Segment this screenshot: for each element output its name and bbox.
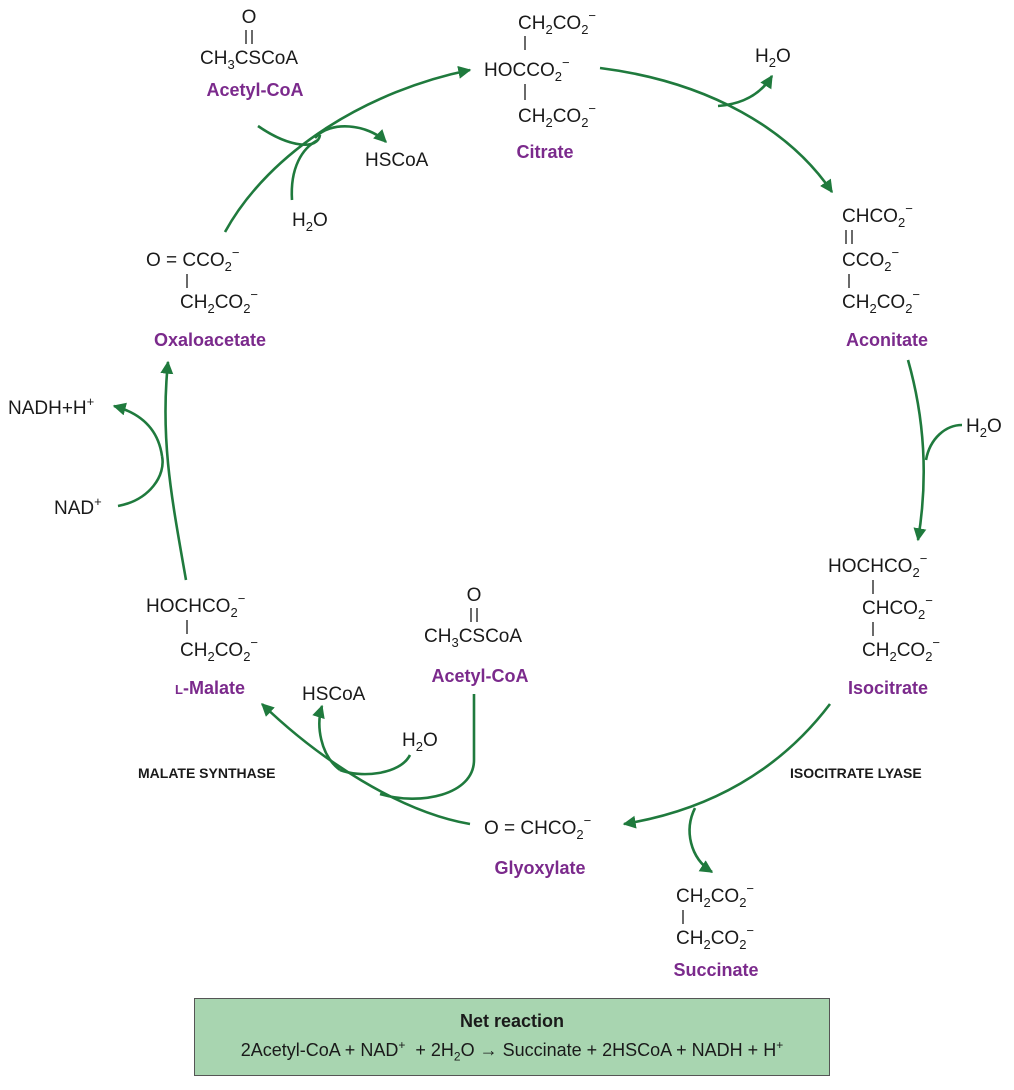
acetyl-coa-bottom-oxygen: O [467, 585, 482, 606]
glyoxylate-name: Glyoxylate [494, 858, 585, 878]
compound-isocitrate: HOCHCO2− CHCO2− CH2CO2− Isocitrate [828, 551, 940, 698]
isocitrate-formula-line2: CHCO2− [862, 593, 933, 622]
arrow-malate-to-oxaloacetate [160, 360, 188, 581]
malate-formula-line2: CH2CO2− [180, 635, 258, 664]
arrow-hscoa-out-bottom [312, 704, 341, 772]
citrate-formula-line1: CH2CO2− [518, 8, 596, 37]
arrow-glyoxylate-to-malate [261, 703, 471, 826]
compound-acetyl-coa-bottom: O CH3CSCoA Acetyl-CoA [424, 585, 529, 686]
aconitate-formula-line1: CHCO2− [842, 201, 913, 230]
isocitrate-formula-line1: HOCHCO2− [828, 551, 927, 580]
acetyl-coa-top-name: Acetyl-CoA [206, 80, 303, 100]
isocitrate-name: Isocitrate [848, 678, 928, 698]
net-reaction-box: Net reaction 2Acetyl-CoA + NAD+ + 2H2O →… [194, 998, 830, 1076]
arrow-citrate-to-aconitate [599, 66, 834, 194]
citrate-formula-line3: CH2CO2− [518, 101, 596, 130]
arrow-h2o-in-top [290, 138, 319, 201]
arrow-oxaloacetate-to-citrate [223, 65, 472, 233]
compound-malate: HOCHCO2− CH2CO2− L-Malate [146, 591, 258, 698]
net-reaction-title: Net reaction [459, 1011, 565, 1031]
acetyl-coa-top-oxygen: O [242, 7, 257, 28]
citrate-formula-line2: HOCCO2− [484, 55, 570, 84]
succinate-name: Succinate [673, 960, 758, 980]
enzyme-isocitrate-lyase: ISOCITRATE LYASE [790, 765, 922, 781]
arrow-h2o-in-aconitate [924, 423, 963, 461]
arrow-isocitrate-to-glyoxylate [622, 703, 832, 829]
enzyme-malate-synthase: MALATE SYNTHASE [138, 765, 275, 781]
arrow-nad-in [117, 455, 164, 508]
h2o-top-label: H2O [292, 210, 328, 234]
glyoxylate-formula: O = CHCO2− [484, 813, 591, 842]
net-reaction-equation: 2Acetyl-CoA + NAD+ + 2H2O → Succinate + … [240, 1038, 784, 1064]
hscoa-bottom-label: HSCoA [302, 684, 366, 705]
succinate-formula-line1: CH2CO2− [676, 881, 754, 910]
arrow-hscoa-out [314, 125, 387, 143]
malate-formula-line1: HOCHCO2− [146, 591, 245, 620]
nadh-label: NADH+H+ [8, 394, 94, 419]
compound-aconitate: CHCO2− CCO2− CH2CO2− Aconitate [842, 201, 928, 350]
h2o-aconitate-in-label: H2O [966, 416, 1002, 440]
compound-oxaloacetate: O = CCO2− CH2CO2− Oxaloacetate [146, 245, 266, 350]
aconitate-formula-line3: CH2CO2− [842, 287, 920, 316]
acetyl-coa-bottom-formula: CH3CSCoA [424, 626, 522, 650]
nad-label: NAD+ [54, 494, 102, 519]
isocitrate-formula-line3: CH2CO2− [862, 635, 940, 664]
hscoa-top-label: HSCoA [365, 150, 429, 171]
arrow-aconitate-to-isocitrate [906, 359, 927, 542]
compound-succinate: CH2CO2− CH2CO2− Succinate [673, 881, 758, 980]
acetyl-coa-top-formula: CH3CSCoA [200, 48, 298, 72]
succinate-formula-line2: CH2CO2− [676, 923, 754, 952]
arrow-succinate-out [688, 807, 714, 874]
acetyl-coa-bottom-name: Acetyl-CoA [431, 666, 528, 686]
compound-citrate: CH2CO2− HOCCO2− CH2CO2− Citrate [484, 8, 596, 162]
oxaloacetate-formula-line1: O = CCO2− [146, 245, 239, 274]
citrate-name: Citrate [516, 142, 573, 162]
aconitate-name: Aconitate [846, 330, 928, 350]
h2o-citrate-out-label: H2O [755, 46, 791, 70]
arrow-acetyl-coa-in-bottom [379, 694, 476, 800]
arrow-acetyl-coa-in [257, 124, 322, 146]
arrow-nadh-out [112, 402, 164, 457]
side-labels: H2O H2O HSCoA H2O NADH+H+ NAD+ HSCoA H2O [8, 46, 1002, 754]
arrow-h2o-in-bottom [339, 754, 412, 776]
oxaloacetate-formula-line2: CH2CO2− [180, 287, 258, 316]
aconitate-formula-line2: CCO2− [842, 245, 899, 274]
arrow-h2o-out-citrate [717, 74, 774, 108]
compound-glyoxylate: O = CHCO2− Glyoxylate [484, 813, 591, 878]
compound-acetyl-coa-top: O CH3CSCoA Acetyl-CoA [200, 7, 304, 100]
enzyme-labels: MALATE SYNTHASE ISOCITRATE LYASE [138, 765, 922, 781]
malate-name: L-Malate [175, 678, 245, 698]
h2o-bottom-label: H2O [402, 730, 438, 754]
reaction-arrows [112, 65, 963, 874]
oxaloacetate-name: Oxaloacetate [154, 330, 266, 350]
